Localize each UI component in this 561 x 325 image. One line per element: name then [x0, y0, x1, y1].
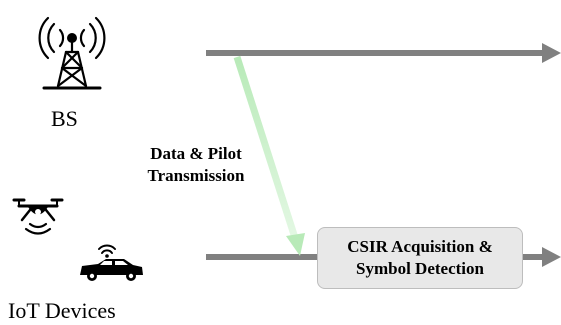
process-line1: CSIR Acquisition & — [347, 237, 493, 256]
bs-label: BS — [51, 106, 78, 131]
transmission-label-line1: Data & Pilot — [150, 144, 242, 163]
transmission-label: Data & Pilot Transmission — [132, 143, 260, 187]
csir-process-box: CSIR Acquisition & Symbol Detection — [317, 227, 523, 289]
cell-tower-icon — [38, 16, 106, 90]
connected-car-icon — [80, 244, 143, 281]
bs-timeline-arrow — [206, 43, 561, 63]
transmission-arrow — [233, 55, 305, 256]
drone-icon — [12, 198, 64, 235]
transmission-label-line2: Transmission — [147, 166, 245, 185]
iot-devices-label: IoT Devices — [8, 298, 116, 323]
iot-timeline-arrow — [206, 247, 561, 267]
process-line2: Symbol Detection — [356, 259, 484, 278]
